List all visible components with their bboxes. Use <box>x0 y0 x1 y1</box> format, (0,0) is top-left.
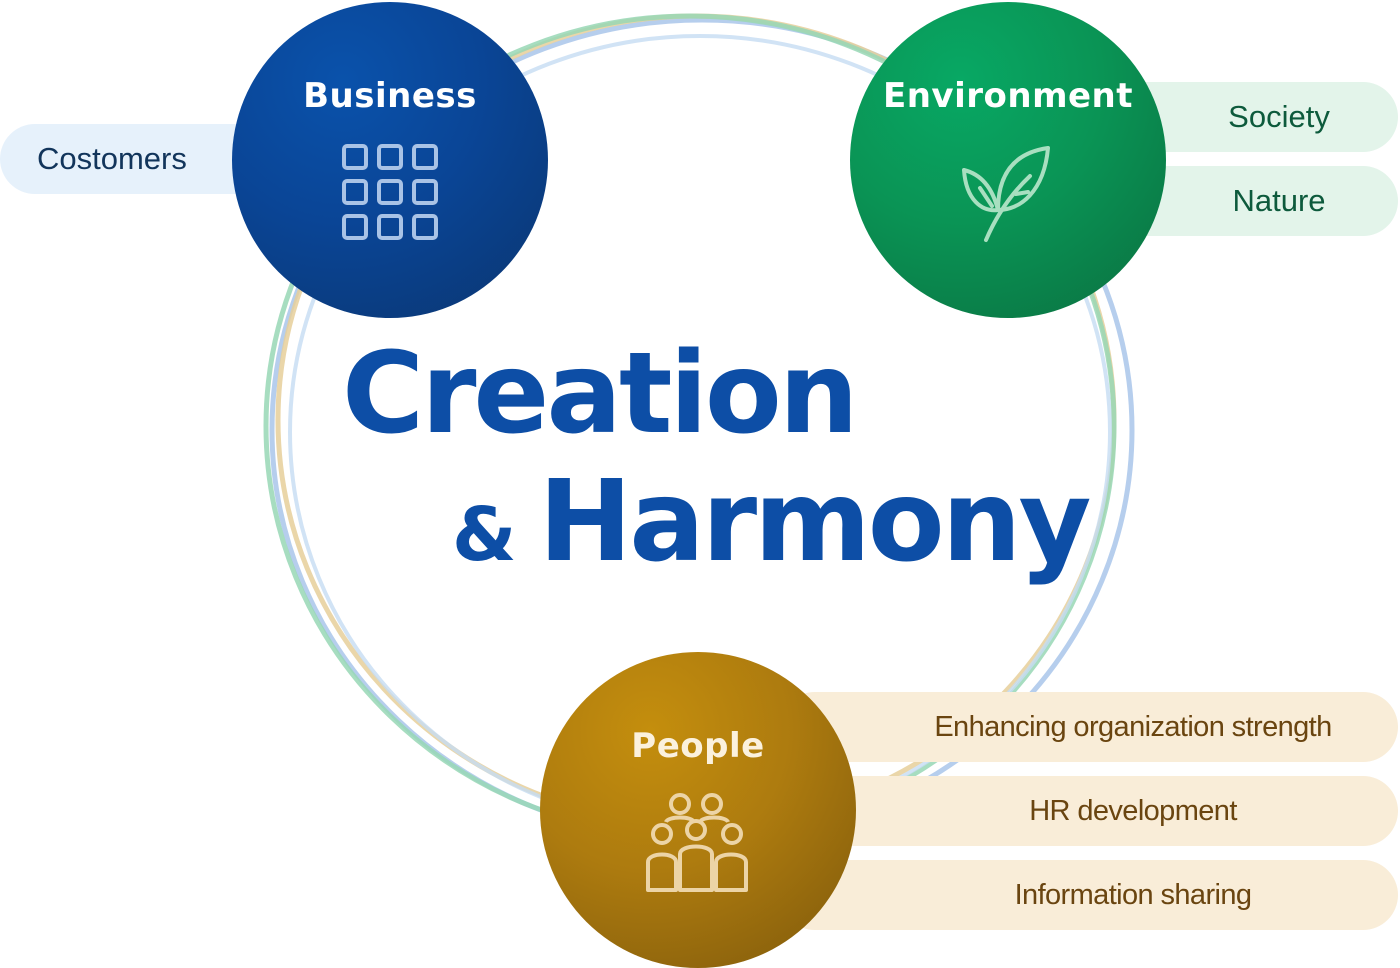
business-node: Business <box>232 2 548 318</box>
title-harmony: Harmony <box>538 457 1092 587</box>
business-label: Business <box>303 76 477 116</box>
title-harmony-line: & Harmony <box>452 457 1092 587</box>
leaf-icon <box>958 142 1058 250</box>
environment-node: Environment <box>850 2 1166 318</box>
people-node: People <box>540 652 856 968</box>
pill-label: Enhancing organization strength <box>934 710 1332 743</box>
title-creation: Creation <box>342 329 859 459</box>
pill-label: Society <box>1228 99 1330 134</box>
grid-icon <box>340 142 440 246</box>
pill-label: Nature <box>1232 183 1326 218</box>
pill-label: Costomers <box>37 141 187 176</box>
people-item-hr-development: HR development <box>780 776 1398 846</box>
people-item-information-sharing: Information sharing <box>780 860 1398 930</box>
people-group-icon <box>646 792 750 900</box>
title-ampersand: & <box>452 492 517 578</box>
people-item-organization-strength: Enhancing organization strength <box>780 692 1398 762</box>
environment-label: Environment <box>882 76 1134 116</box>
pill-label: HR development <box>1029 794 1237 827</box>
people-label: People <box>631 726 765 766</box>
pill-label: Information sharing <box>1014 878 1252 911</box>
